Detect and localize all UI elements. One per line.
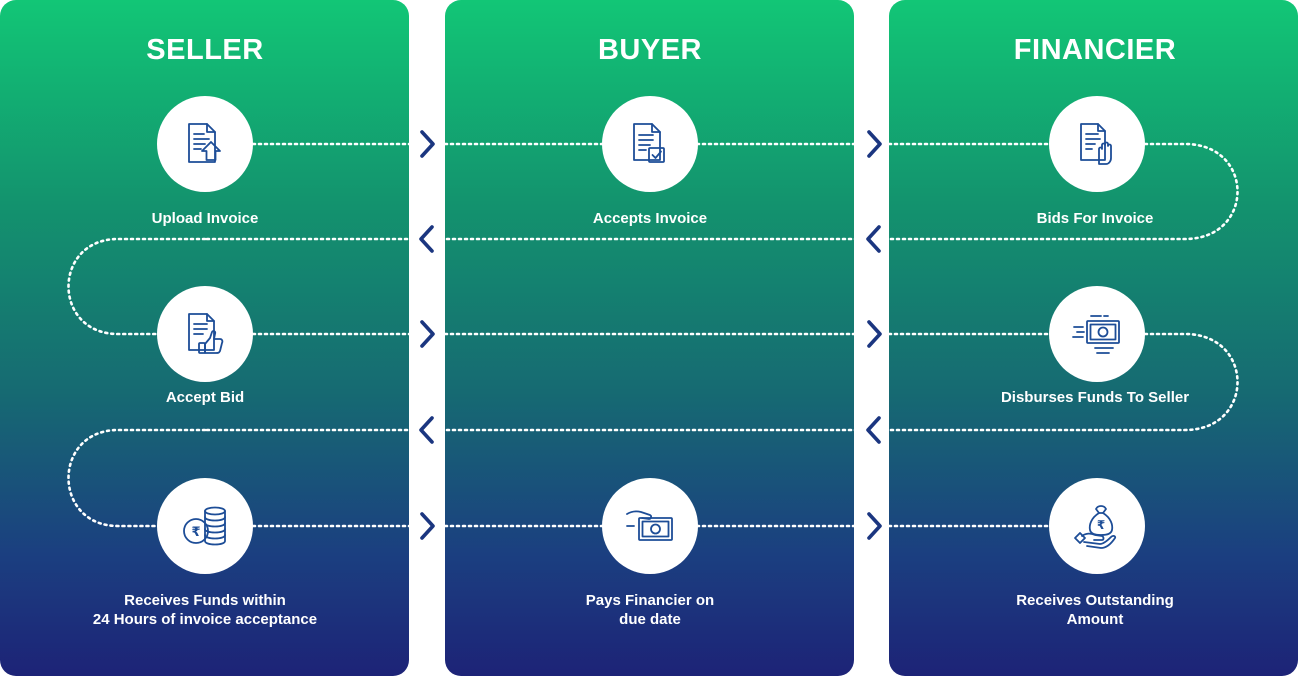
step-receives-outstanding: ₹ [1049, 478, 1145, 574]
hand-money-bag-icon: ₹ [1074, 505, 1117, 549]
chevron-left-icon [862, 414, 886, 446]
document-upload-icon [188, 123, 221, 163]
chevron-right-icon [862, 128, 886, 160]
disburses-funds-label: Disburses Funds To Seller [1000, 389, 1190, 406]
bids-for-invoice-label: Bids For Invoice [1036, 210, 1154, 227]
document-hand-icon [1080, 123, 1112, 165]
rupee-coins-icon: ₹ [183, 506, 226, 546]
document-check-icon [633, 123, 665, 163]
receives-outstanding-label: Receives Outstanding Amount [945, 591, 1245, 629]
buyer-heading: BUYER [597, 34, 702, 66]
pays-financier-label: Pays Financier on due date [500, 591, 800, 629]
step-accepts-invoice [602, 96, 698, 192]
step-upload-invoice [157, 96, 253, 192]
accepts-invoice-label: Accepts Invoice [592, 210, 708, 227]
financier-heading: FINANCIER [1013, 34, 1177, 66]
chevron-left-icon [862, 223, 886, 255]
chevron-right-icon [415, 128, 439, 160]
receives-funds-line-2: 24 Hours of invoice acceptance [92, 611, 318, 628]
rupee-symbol: ₹ [1097, 518, 1105, 532]
chevron-left-icon [415, 223, 439, 255]
chevron-right-icon [862, 510, 886, 542]
pays-financier-line-2: due date [619, 611, 681, 628]
document-thumbs-up-icon [188, 313, 224, 354]
rupee-symbol: ₹ [191, 525, 200, 540]
receives-funds-line-1: Receives Funds within [124, 592, 286, 609]
step-pays-financier [602, 478, 698, 574]
step-disburses-funds [1049, 286, 1145, 382]
chevron-right-icon [415, 318, 439, 350]
step-bids-for-invoice [1049, 96, 1145, 192]
pays-financier-line-1: Pays Financier on [585, 592, 715, 609]
step-receives-funds: ₹ [157, 478, 253, 574]
hand-banknote-icon [626, 510, 673, 541]
seller-heading: SELLER [146, 34, 264, 66]
chevron-right-icon [862, 318, 886, 350]
step-accept-bid [157, 286, 253, 382]
upload-invoice-label: Upload Invoice [151, 210, 259, 227]
receives-funds-label: Receives Funds within 24 Hours of invoic… [55, 591, 355, 629]
accept-bid-label: Accept Bid [165, 389, 245, 406]
receives-outstanding-line-2: Amount [1066, 611, 1124, 628]
fast-money-icon [1072, 315, 1120, 354]
chevron-right-icon [415, 510, 439, 542]
receives-outstanding-line-1: Receives Outstanding [1016, 592, 1174, 609]
chevron-left-icon [415, 414, 439, 446]
